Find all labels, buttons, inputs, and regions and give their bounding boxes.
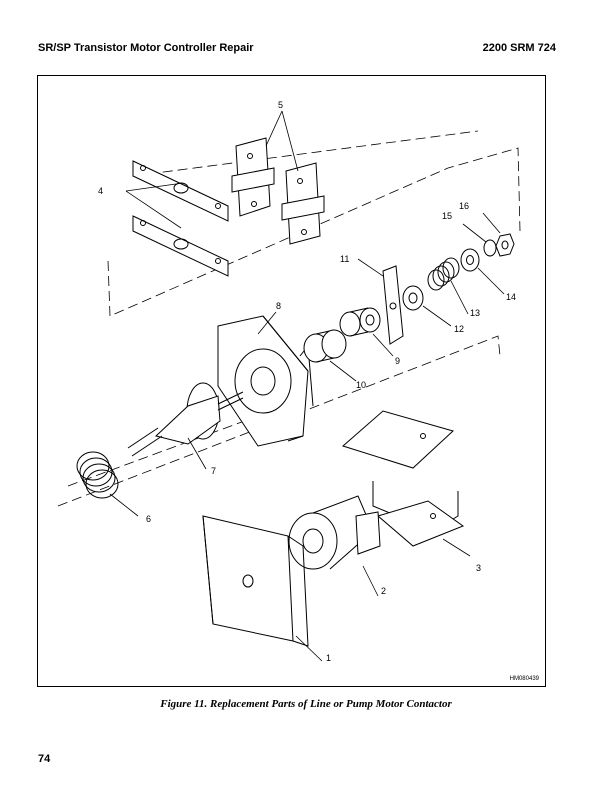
bushing-item-9 <box>339 307 381 337</box>
callout-4: 4 <box>98 186 103 196</box>
return-spring <box>76 451 119 499</box>
armature-plate <box>382 265 404 345</box>
mounting-bracket <box>342 410 465 547</box>
callout-labels: 4 5 11 8 9 10 7 6 12 13 14 15 16 3 2 1 <box>98 100 516 663</box>
figure-caption: Figure 11. Replacement Parts of Line or … <box>160 698 452 710</box>
exploded-parts-figure: 4 5 11 8 9 10 7 6 12 13 14 15 16 3 2 1 H… <box>37 75 546 687</box>
coil <box>288 495 381 570</box>
parts-illustration: 4 5 11 8 9 10 7 6 12 13 14 15 16 3 2 1 <box>57 100 521 663</box>
washer-item-14 <box>460 248 480 272</box>
base-plate <box>202 515 309 647</box>
callout-7: 7 <box>211 466 216 476</box>
contact-block-right <box>281 162 325 245</box>
callout-5: 5 <box>278 100 283 110</box>
leader-lines <box>109 110 505 662</box>
contact-block-left <box>231 137 275 217</box>
callout-9: 9 <box>395 356 400 366</box>
callout-3: 3 <box>476 563 481 573</box>
callout-2: 2 <box>381 586 386 596</box>
spring-item-13 <box>427 257 460 291</box>
callout-6: 6 <box>146 514 151 524</box>
lock-washer-item-15 <box>483 239 497 257</box>
callout-16: 16 <box>459 201 469 211</box>
callout-11: 11 <box>340 254 349 264</box>
figure-image-code: HM080439 <box>509 676 539 682</box>
plunger-assembly <box>127 382 244 457</box>
header-document-code: 2200 SRM 724 <box>482 42 556 54</box>
callout-1: 1 <box>326 653 331 663</box>
page-number: 74 <box>38 753 51 765</box>
callout-10: 10 <box>356 380 366 390</box>
callout-12: 12 <box>454 324 464 334</box>
header-title: SR/SP Transistor Motor Controller Repair <box>38 42 254 54</box>
sleeve-item-10 <box>303 329 347 363</box>
callout-13: 13 <box>470 308 480 318</box>
callout-14: 14 <box>506 292 516 302</box>
contactor-housing <box>217 315 314 447</box>
callout-15: 15 <box>442 211 452 221</box>
callout-8: 8 <box>276 301 281 311</box>
washer-item-12 <box>402 285 424 311</box>
nut-item-16 <box>495 233 515 257</box>
plate-lower <box>132 215 229 277</box>
alignment-lines <box>57 130 521 507</box>
